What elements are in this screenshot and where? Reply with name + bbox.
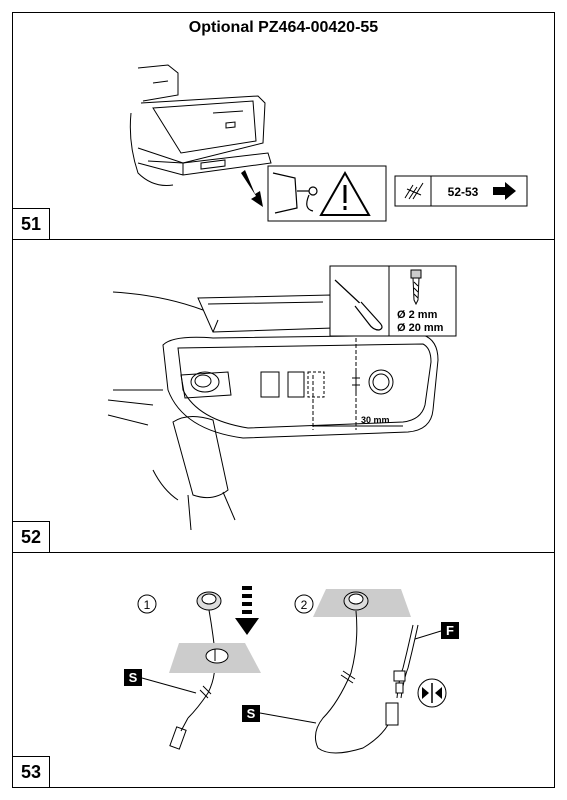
label-s-box [124,669,142,686]
connect-icon [417,678,447,708]
label-s-2: S [247,706,256,721]
push-down-arrow-icon [235,586,259,635]
pointer-arrow-icon [241,170,263,207]
panel-title: Optional PZ464-00420-55 [188,19,379,36]
reference-label: 52-53 [448,185,479,199]
drill-bit-icon [410,269,422,306]
connector-1 [169,726,187,750]
connector-2 [385,702,399,726]
tools-inset: Ø 2 mm Ø 20 mm [329,265,457,337]
arrow-right-icon [493,182,516,200]
tow-hook-icon [272,172,318,214]
distance-label: 30 mm [361,415,390,425]
step-52-panel: 30 mm Ø 2 mm Ø 20 mm 52 [12,239,555,553]
wiring-icon [404,182,424,200]
label-f: F [446,623,454,638]
step-number: 53 [13,756,50,787]
label-s: S [129,670,138,685]
reference-box: 52-53 [394,175,528,207]
step-number: 51 [13,208,50,239]
awl-icon [334,279,383,331]
step-51-panel: Optional PZ464-00420-55 [12,12,555,240]
drill-diameter-large: Ø 20 mm [397,322,444,334]
switch-installation-illustration: 1 S 2 [124,586,459,754]
drill-diameter-small: Ø 2 mm [397,309,438,321]
truck-rear-illustration: 52-53 [129,64,528,222]
callout-1-circle [137,594,157,614]
dashboard-illustration: 30 mm Ø 2 mm Ø 20 mm [107,265,457,531]
callout-2: 2 [301,598,308,612]
callout-1: 1 [144,598,151,612]
warning-box [267,165,387,222]
warning-triangle-icon [319,170,371,216]
callout-2-circle [294,594,314,614]
step-number: 52 [13,521,50,552]
label-s-box-2 [242,705,260,722]
label-f-box [441,622,459,639]
wires-f [393,624,419,699]
step-53-panel: 1 S 2 [12,552,555,788]
